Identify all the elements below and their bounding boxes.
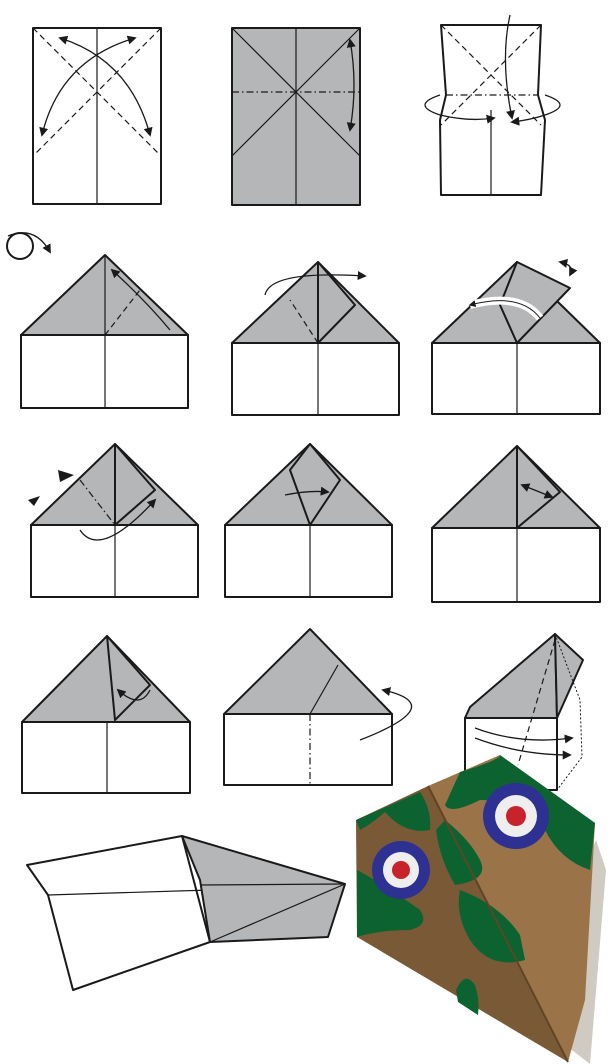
step-4-panel bbox=[20, 254, 189, 409]
step-5-panel bbox=[231, 261, 400, 416]
roundel-left bbox=[372, 841, 430, 899]
step-6-panel bbox=[431, 258, 601, 415]
step-7-panel bbox=[28, 443, 199, 598]
step-10-panel bbox=[21, 635, 191, 794]
step-9-panel bbox=[431, 445, 601, 603]
step-11-panel bbox=[223, 628, 413, 786]
flip-over-icon bbox=[6, 232, 51, 260]
finished-camo-plane bbox=[356, 755, 606, 1064]
step-1-panel bbox=[32, 27, 162, 205]
roundel-right bbox=[483, 783, 549, 849]
step-8-panel bbox=[224, 443, 393, 598]
step-13-folded-plane bbox=[26, 835, 346, 991]
step-3-panel bbox=[424, 14, 561, 196]
step-2-panel bbox=[231, 27, 361, 206]
